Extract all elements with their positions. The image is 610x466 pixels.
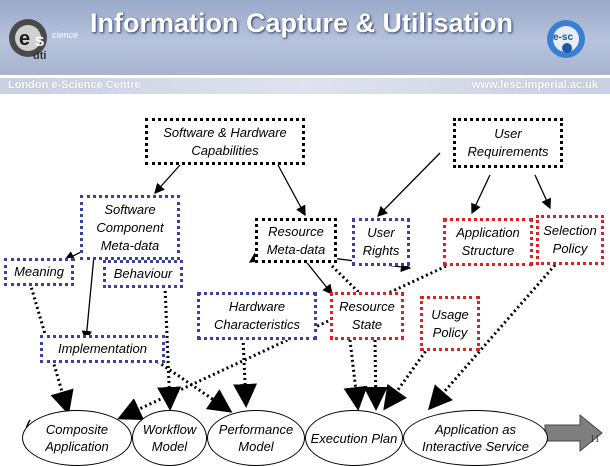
resource-state-box: Resource State — [330, 292, 404, 340]
selection-policy-box: Selection Policy — [536, 215, 604, 265]
application-interactive-service-ellipse: Application as Interactive Service — [403, 410, 548, 466]
user-requirements-box: User Requirements — [453, 118, 563, 168]
page-number: 11 — [590, 434, 600, 445]
svg-text:e-sc: e-sc — [553, 32, 573, 43]
behaviour-box: Behaviour — [103, 260, 183, 288]
logo-science-text: cience — [52, 30, 79, 40]
meaning-box: Meaning — [4, 258, 74, 286]
performance-model-ellipse: Performance Model — [207, 410, 305, 466]
implementation-box: Implementation — [40, 335, 165, 363]
slide-title: Information Capture & Utilisation — [90, 8, 514, 38]
svg-text:e: e — [19, 28, 30, 50]
hardware-characteristics-box: Hardware Characteristics — [197, 292, 317, 340]
slide-header — [0, 0, 610, 75]
subtitle-bar — [0, 78, 610, 94]
svg-text:S: S — [35, 33, 44, 49]
application-structure-box: Application Structure — [443, 218, 533, 266]
software-component-metadata-box: Software Component Meta-data — [80, 195, 180, 260]
resource-metadata-box: Resource Meta-data — [255, 218, 337, 263]
usage-policy-box: Usage Policy — [420, 296, 480, 351]
website-url: www.lesc.imperial.ac.uk — [471, 79, 598, 91]
composite-application-ellipse: Composite Application — [22, 410, 132, 466]
centre-name: London e-Science Centre — [8, 79, 141, 91]
sw-hw-capabilities-box: Software & Hardware Capabilities — [145, 118, 305, 165]
logo-dti-text: dti — [33, 50, 47, 62]
user-rights-box: User Rights — [352, 218, 410, 266]
workflow-model-ellipse: Workflow Model — [132, 410, 207, 466]
lesc-logo: e-sc — [547, 20, 585, 58]
escience-logo: e S — [9, 19, 47, 57]
execution-plan-ellipse: Execution Plan — [305, 410, 403, 466]
